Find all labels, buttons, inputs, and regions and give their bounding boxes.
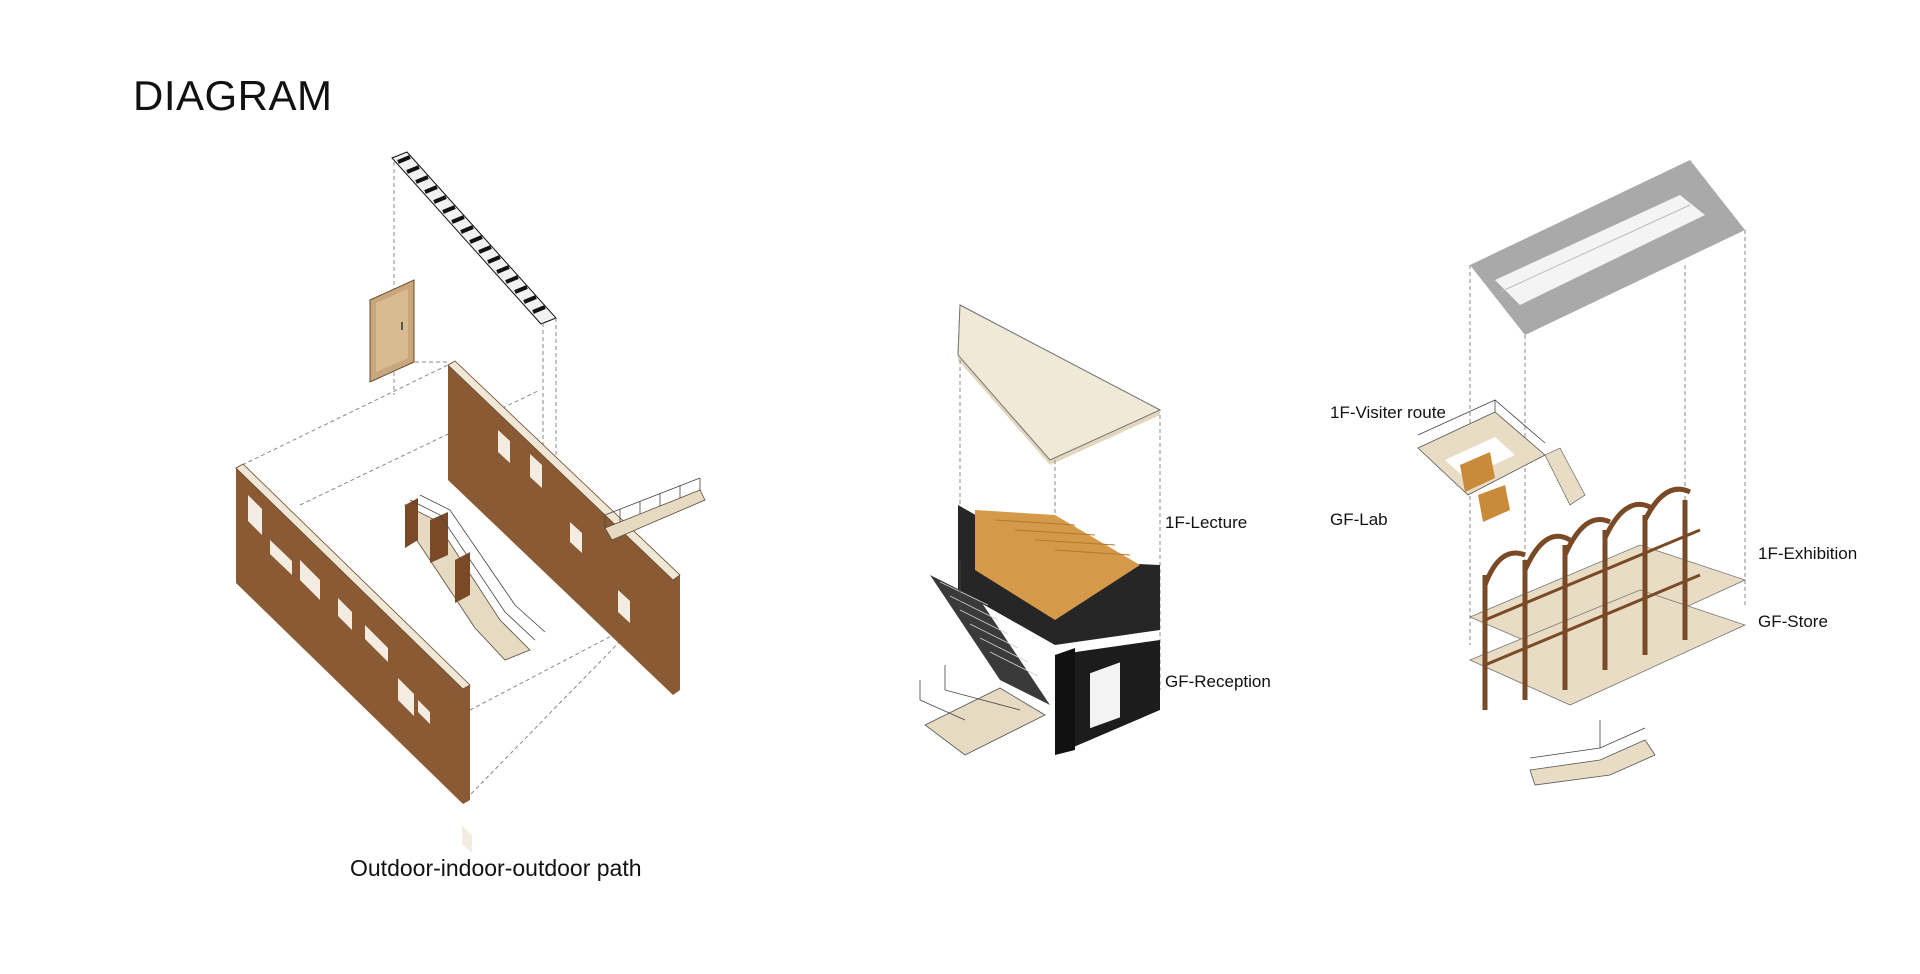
lecture-box (958, 505, 1160, 645)
page-title: DIAGRAM (133, 72, 333, 119)
label-store: GF-Store (1758, 612, 1828, 631)
timber-frame (1482, 486, 1701, 710)
label-lecture: 1F-Lecture (1165, 513, 1248, 532)
exterior-ramp (604, 477, 706, 541)
brick-wall-near (235, 463, 471, 804)
path-caption: Outdoor-indoor-outdoor path (350, 855, 642, 881)
label-visitor-route: 1F-Visiter route (1330, 403, 1446, 422)
door-panel (369, 279, 415, 383)
label-reception: GF-Reception (1165, 672, 1271, 691)
label-lab: GF-Lab (1330, 510, 1388, 529)
interior-stair (404, 494, 546, 661)
store-stair (1529, 720, 1656, 786)
reception-box (1055, 640, 1160, 755)
reception-stair (919, 560, 1050, 756)
exhibition-roof (1470, 160, 1745, 335)
label-exhibition: 1F-Exhibition (1758, 544, 1858, 563)
visitor-route-platform (1417, 399, 1586, 522)
